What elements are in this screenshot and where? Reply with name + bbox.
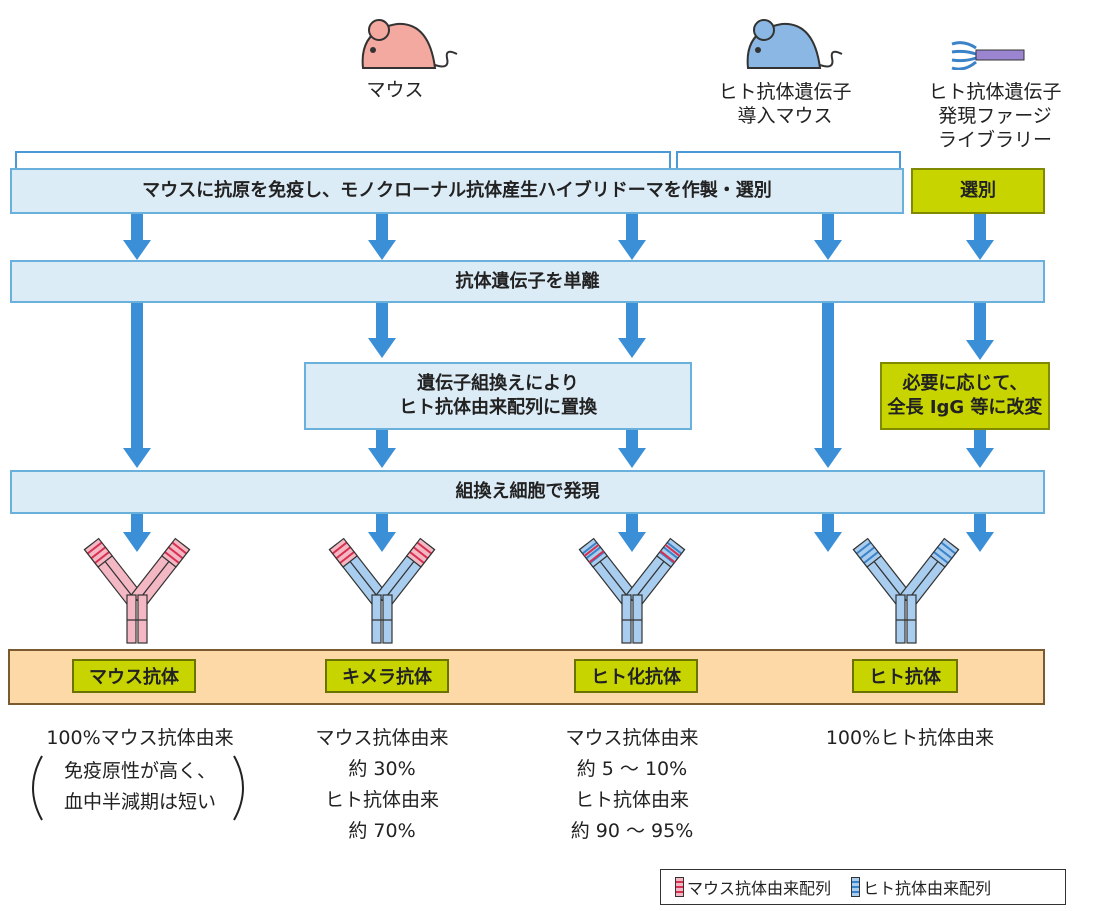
legend-item-mouse: マウス抗体由来配列 xyxy=(675,875,831,899)
phage-label: ヒト抗体遺伝子 発現ファージ ライブラリー xyxy=(928,81,1062,151)
human-antibody-icon xyxy=(852,537,960,644)
note-parentheses xyxy=(32,755,244,821)
chimeric-antibody-icon xyxy=(328,537,436,644)
recombination-step: 遺伝子組換えにより ヒト抗体由来配列に置換 xyxy=(304,362,692,430)
humanized-antibody-desc: マウス抗体由来 約 5 〜 10% ヒト抗体由来 約 90 〜 95% xyxy=(565,727,699,842)
phage-icon xyxy=(951,41,1025,70)
human-antibody-tag: ヒト抗体 xyxy=(852,659,958,693)
transgenic-mouse-icon xyxy=(746,19,843,69)
mouse-icon xyxy=(361,19,458,69)
chimeric-antibody-tag: キメラ抗体 xyxy=(325,659,449,693)
transgenic-mouse-label: ヒト抗体遺伝子 導入マウス xyxy=(718,81,852,127)
reformat-step: 必要に応じて、 全長 IgG 等に改変 xyxy=(880,362,1050,430)
mouse-seq-swatch xyxy=(675,877,684,897)
humanized-antibody-tag: ヒト化抗体 xyxy=(574,659,698,693)
hybridoma-step: マウスに抗原を免疫し、モノクローナル抗体産生ハイブリドーマを作製・選別 xyxy=(10,168,904,214)
legend-human-label: ヒト抗体由来配列 xyxy=(863,879,992,898)
express-step: 組換え細胞で発現 xyxy=(10,470,1045,514)
antibody-illustrations xyxy=(83,537,960,644)
mouse-antibody-tag: マウス抗体 xyxy=(72,659,196,693)
isolate-gene-step: 抗体遺伝子を単離 xyxy=(10,260,1045,303)
legend: マウス抗体由来配列 ヒト抗体由来配列 xyxy=(660,869,1066,905)
legend-item-human: ヒト抗体由来配列 xyxy=(851,875,991,899)
mouse-label: マウス xyxy=(366,79,424,101)
mouse-antibody-desc: 100%マウス抗体由来 xyxy=(46,727,234,749)
human-antibody-desc: 100%ヒト抗体由来 xyxy=(825,727,995,749)
selection-step: 選別 xyxy=(911,168,1045,214)
humanized-antibody-icon xyxy=(578,537,686,644)
chimeric-antibody-desc: マウス抗体由来 約 30% ヒト抗体由来 約 70% xyxy=(315,727,449,842)
legend-mouse-label: マウス抗体由来配列 xyxy=(687,879,832,898)
human-seq-swatch xyxy=(851,877,861,897)
mouse-antibody-note: 免疫原性が高く、 血中半減期は短い xyxy=(63,760,216,813)
mouse-antibody-icon xyxy=(83,537,191,644)
